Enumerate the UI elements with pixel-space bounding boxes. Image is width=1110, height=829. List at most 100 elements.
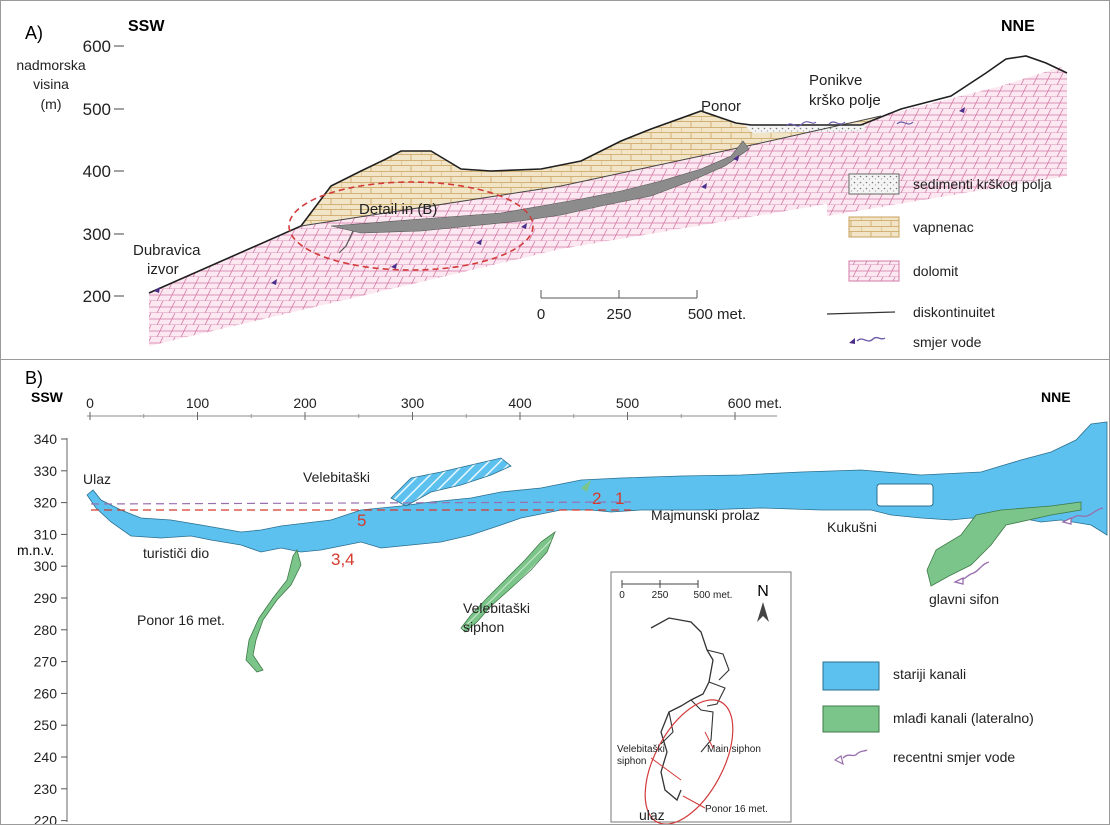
kukusni-loop [876, 483, 934, 507]
legend-recent-icon [842, 749, 868, 759]
inset-label-velebitaski-2: siphon [617, 756, 646, 767]
inset-scale: 0 250 500 met. [619, 580, 732, 601]
north-arrow-icon [757, 602, 769, 622]
legend-younger-label: mlađi kanali (lateralno) [893, 710, 1034, 726]
label-kukusni: Kukušni [827, 519, 877, 535]
legend-older-label: stariji kanali [893, 666, 966, 682]
label-dubravica: Dubravica [133, 242, 201, 259]
svg-text:250: 250 [652, 590, 669, 601]
b-ytick-label: 300 [34, 558, 58, 574]
a-dir-right: NNE [1001, 18, 1035, 35]
surface-line [148, 55, 1068, 294]
legend-limestone-label: vapnenac [913, 219, 974, 235]
legend-recent-label: recentni smjer vode [893, 749, 1015, 765]
label-velebitaski-siphon-2: siphon [463, 619, 504, 635]
label-ponikve: Ponikve [809, 72, 862, 89]
b-ytick-label: 330 [34, 463, 58, 479]
a-ytick-200: 200 [83, 287, 111, 306]
b-xtick-label: 0 [86, 395, 94, 411]
svg-text:500 met.: 500 met. [688, 306, 746, 323]
legend-water-label: smjer vode [913, 334, 982, 350]
cave-channel-a [330, 140, 750, 234]
svg-text:0: 0 [537, 306, 545, 323]
marker-1: 1 [615, 489, 624, 508]
b-xtick-label: 400 [508, 395, 532, 411]
water-squiggle [785, 121, 817, 127]
legend-sediments-label: sedimenti krškog polja [913, 176, 1052, 192]
panel-a-drawing: 600 500 400 300 200 nadmorska visina (m)… [16, 18, 1068, 350]
water-markers [154, 107, 965, 293]
legend-younger-swatch [822, 705, 880, 733]
b-xtick-label: 100 [186, 395, 210, 411]
marker-2: 2 [592, 489, 601, 508]
legend-discontinuity-line [826, 311, 896, 315]
panel-b-legend: stariji kanali mlađi kanali (lateralno) … [822, 661, 1034, 766]
panel-a-yaxis: 600 500 400 300 200 [83, 37, 124, 306]
panel-b-drawing: B) SSW NNE 34033032031030029028027026025… [17, 368, 1108, 829]
panel-a-cross-section: 600 500 400 300 200 nadmorska visina (m)… [0, 0, 1110, 360]
panel-a-label: A) [25, 23, 43, 43]
legend-limestone-swatch [848, 216, 900, 238]
label-velebitaski: Velebitaški [303, 469, 370, 485]
b-ytick-label: 260 [34, 685, 58, 701]
contact-line [300, 115, 882, 227]
marker-3-4: 3,4 [331, 550, 355, 569]
svg-text:(m): (m) [41, 96, 62, 112]
main-passage [86, 421, 1108, 553]
inset-label-ponor: Ponor 16 met. [705, 804, 768, 815]
b-xtick-label: 200 [293, 395, 317, 411]
ponor-16-channel [245, 549, 302, 673]
velebitaski-siphon-channel [460, 530, 556, 633]
a-scale-bar: 0 250 500 met. [537, 290, 746, 323]
legend-sediments-swatch [848, 173, 900, 195]
b-xtick-label: 500 [616, 395, 640, 411]
b-ytick-label: 340 [34, 431, 58, 447]
marker-5: 5 [357, 511, 366, 530]
panel-b-label: B) [25, 368, 43, 388]
b-xtick-label: 300 [401, 395, 425, 411]
b-dir-right: NNE [1041, 389, 1071, 405]
inset-ellipse [644, 699, 734, 825]
label-majmunski: Majmunski prolaz [651, 507, 760, 523]
inset-label-ulaz: ulaz [639, 807, 665, 823]
b-ytick-label: 290 [34, 590, 58, 606]
label-glavni-sifon: glavni sifon [929, 591, 999, 607]
svg-text:500 met.: 500 met. [694, 590, 733, 601]
svg-text:0: 0 [619, 590, 625, 601]
b-ytick-label: 320 [34, 495, 58, 511]
a-dir-left: SSW [128, 18, 165, 35]
label-izvor: izvor [147, 261, 179, 278]
b-ytick-label: 280 [34, 622, 58, 638]
legend-water-icon [856, 336, 886, 342]
label-krsko-polje: krško polje [809, 92, 881, 109]
svg-text:250: 250 [606, 306, 631, 323]
b-yaxis-unit: m.n.v. [17, 542, 54, 558]
label-velebitaski-siphon-1: Velebitaški [463, 600, 530, 616]
b-xaxis: 0 100 200 300 400 500 600 met. [86, 395, 782, 420]
velebitaski-hatched-passage [390, 457, 512, 507]
a-yaxis-label: nadmorska visina (m) [16, 57, 85, 112]
label-detail: Detail in (B) [359, 201, 437, 218]
cave-branch [338, 230, 354, 254]
label-ulaz: Ulaz [83, 471, 111, 487]
label-ponor: Ponor [701, 98, 741, 115]
legend-dolomite-swatch [848, 260, 900, 282]
b-ytick-label: 230 [34, 781, 58, 797]
inset-label-velebitaski-1: Velebitaški [617, 744, 665, 755]
detail-ellipse [288, 181, 534, 271]
b-ytick-label: 240 [34, 749, 58, 765]
b-dir-left: SSW [31, 389, 64, 405]
svg-text:nadmorska: nadmorska [16, 57, 85, 73]
dolomite-body [149, 67, 1067, 346]
limestone-body [301, 111, 881, 226]
b-xtick-label: 600 met. [728, 395, 782, 411]
panel-a-legend: sedimenti krškog polja vapnenac dolomit … [826, 173, 1052, 350]
b-ytick-label: 270 [34, 654, 58, 670]
b-ytick-label: 310 [34, 526, 58, 542]
b-ytick-label: 250 [34, 717, 58, 733]
recent-water-arrows [953, 507, 1104, 585]
label-turisticki: turističi dio [143, 545, 209, 561]
legend-dolomite-label: dolomit [913, 263, 958, 279]
a-ytick-500: 500 [83, 100, 111, 119]
